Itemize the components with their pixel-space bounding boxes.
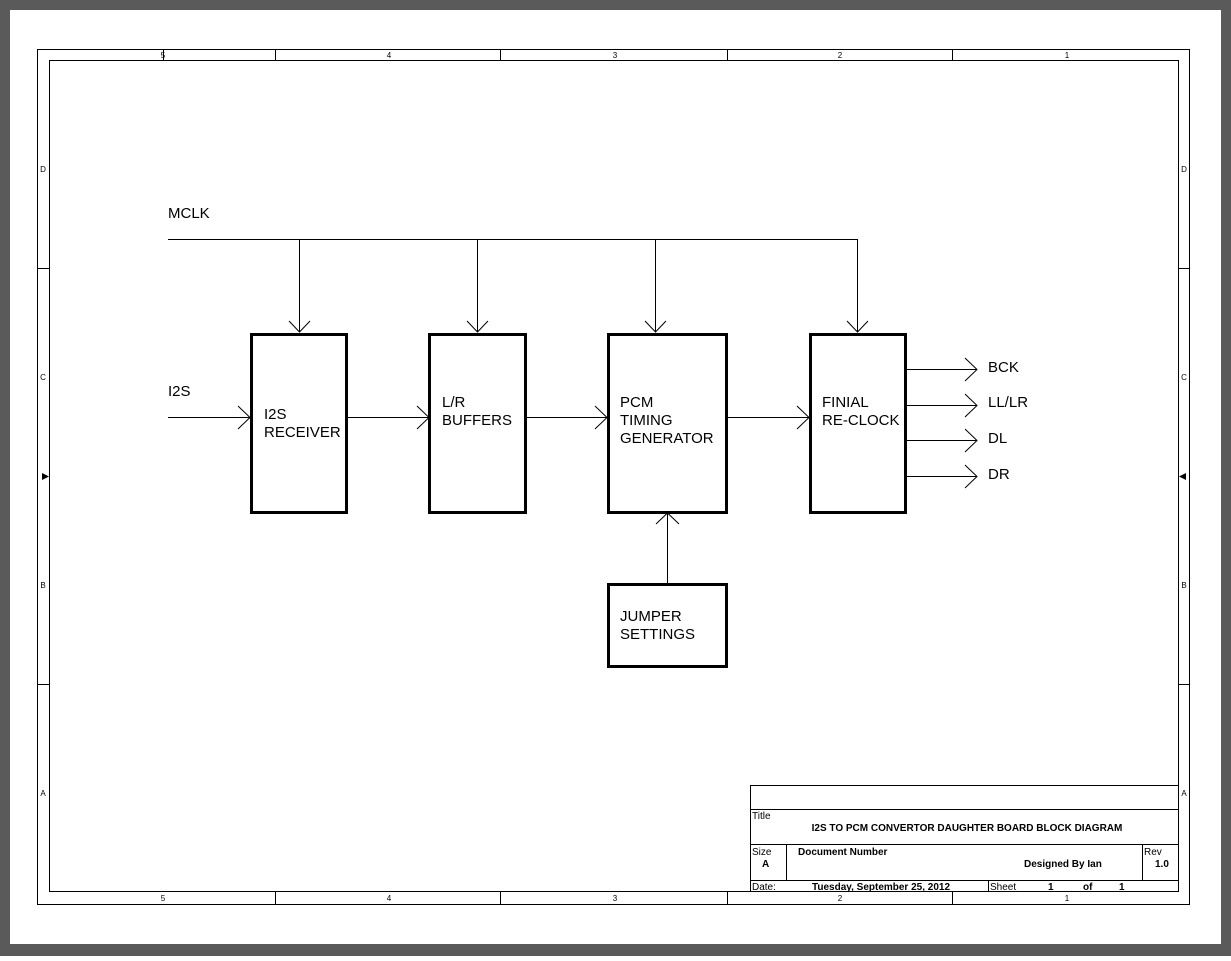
block-i2s-receiver-line2: RECEIVER [264, 424, 341, 441]
output-label-dr: DR [988, 466, 1010, 483]
block-lr-buffers-line2: BUFFERS [442, 412, 512, 429]
zone-row-right-c: C [1181, 373, 1187, 382]
zone-col-top-2: 2 [838, 51, 843, 60]
zone-labels: 5 4 3 2 1 5 4 3 2 1 D C B A D C B A [40, 51, 1187, 903]
zone-row-left-c: C [40, 373, 46, 382]
zone-row-right-a: A [1181, 789, 1187, 798]
block-finial-reclock: FINIAL RE-CLOCK [809, 333, 907, 514]
rev-label: Rev [1144, 847, 1162, 858]
block-i2s-receiver: I2S RECEIVER [250, 333, 348, 514]
zone-dividers [38, 50, 1189, 904]
mclk-arrowheads [288, 320, 869, 333]
outer-frame [37, 49, 1190, 905]
title-block [750, 785, 1179, 892]
zone-col-bottom-2: 2 [838, 894, 843, 903]
designed-by: Designed By Ian [1024, 859, 1102, 870]
i2s-input-wire [168, 405, 251, 430]
i2s-input-label: I2S [168, 383, 191, 400]
center-arrows [42, 473, 1186, 480]
output-label-dl: DL [988, 430, 1007, 447]
size-value: A [762, 859, 769, 870]
block-finial-line1: FINIAL [822, 394, 869, 411]
output-wires [906, 357, 978, 489]
rev-value: 1.0 [1155, 859, 1169, 870]
zone-col-bottom-4: 4 [387, 894, 392, 903]
mclk-bus [168, 239, 858, 332]
block-jumper-line2: SETTINGS [620, 626, 695, 643]
date-label: Date: [752, 882, 776, 893]
zone-col-top-5: 5 [161, 51, 166, 60]
drawing-title: I2S TO PCM CONVERTOR DAUGHTER BOARD BLOC… [812, 823, 1123, 834]
block-pcm-line2: TIMING [620, 412, 673, 429]
block-pcm-line3: GENERATOR [620, 430, 714, 447]
zone-row-right-d: D [1181, 165, 1187, 174]
zone-col-bottom-5: 5 [161, 894, 166, 903]
block-pcm-line1: PCM [620, 394, 653, 411]
zone-row-left-b: B [40, 581, 45, 590]
inner-frame [49, 60, 1179, 892]
sheet-label: Sheet [990, 882, 1016, 893]
signal-wires [347, 405, 810, 583]
mclk-label: MCLK [168, 205, 210, 222]
sheet-total: 1 [1119, 882, 1125, 893]
date-value: Tuesday, September 25, 2012 [812, 882, 950, 893]
block-pcm-timing-generator: PCM TIMING GENERATOR [607, 333, 728, 514]
block-lr-buffers-line1: L/R [442, 394, 466, 411]
zone-col-top-4: 4 [387, 51, 392, 60]
block-jumper-settings: JUMPER SETTINGS [607, 583, 728, 668]
zone-col-bottom-3: 3 [613, 894, 618, 903]
output-label-ll-lr: LL/LR [988, 394, 1028, 411]
zone-col-top-3: 3 [613, 51, 618, 60]
sheet-number: 1 [1048, 882, 1054, 893]
zone-col-top-1: 1 [1065, 51, 1070, 60]
title-label: Title [752, 811, 771, 822]
zone-col-bottom-1: 1 [1065, 894, 1070, 903]
size-label: Size [752, 847, 772, 858]
block-finial-line2: RE-CLOCK [822, 412, 900, 429]
block-jumper-line1: JUMPER [620, 608, 682, 625]
document-number-label: Document Number [798, 847, 888, 858]
zone-row-left-d: D [40, 165, 46, 174]
block-lr-buffers: L/R BUFFERS [428, 333, 527, 514]
output-label-bck: BCK [988, 359, 1019, 376]
zone-row-left-a: A [40, 789, 46, 798]
zone-row-right-b: B [1181, 581, 1186, 590]
block-i2s-receiver-line1: I2S [264, 406, 287, 423]
sheet-of-label: of [1083, 882, 1093, 893]
